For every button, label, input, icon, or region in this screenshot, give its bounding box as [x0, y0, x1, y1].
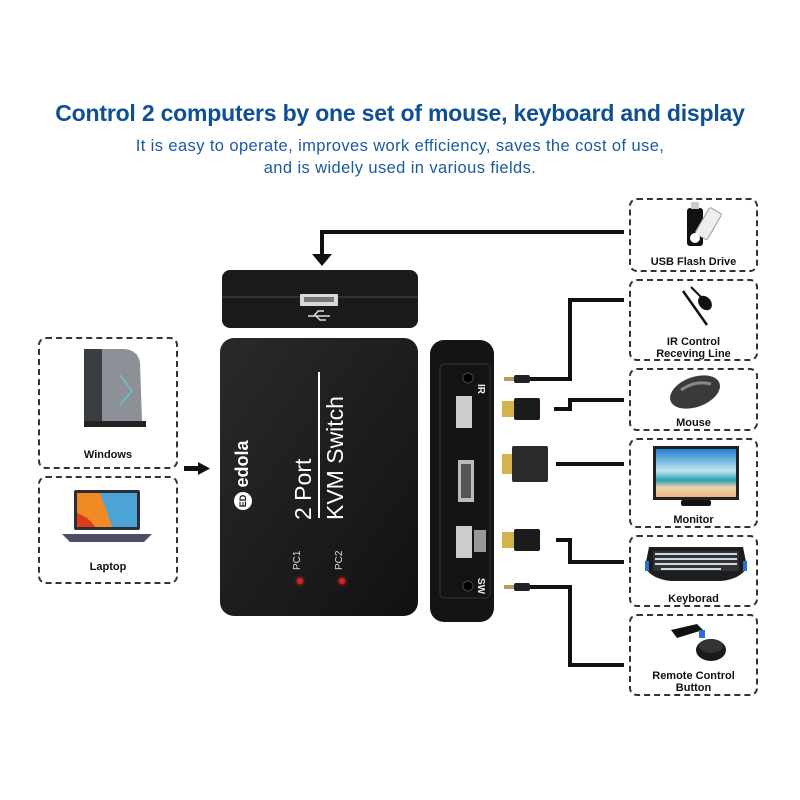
hdmi-plug-icon: [502, 446, 548, 482]
usb-plug-icon: [502, 398, 540, 420]
brand-name: edola: [232, 440, 252, 488]
page-title: Control 2 computers by one set of mouse,…: [55, 100, 745, 126]
ir-receiver-cable-icon: [681, 286, 712, 326]
peripheral-label: Monitor: [673, 514, 714, 526]
wire-usb: [320, 230, 624, 234]
subtitle-line-2: and is widely used in various fields.: [263, 159, 537, 177]
model-line-1: 2 Port: [290, 458, 316, 520]
peripheral-label: Keyborad: [668, 593, 719, 605]
cables: [502, 298, 624, 667]
led-label-pc1: PC1: [292, 550, 303, 570]
led-pc2: [339, 578, 345, 584]
sw-port-icon: [462, 580, 474, 592]
led-pc1: [297, 578, 303, 584]
peripheral-ir-control: IR Control Receving Line: [629, 279, 758, 361]
peripheral-mouse: Mouse: [629, 368, 758, 431]
usb-port-keyboard: [456, 526, 472, 558]
ir-port-icon: [462, 372, 474, 384]
port-label-sw: SW: [475, 578, 486, 595]
input-windows: Windows: [38, 337, 178, 469]
monitor-icon: [653, 446, 739, 506]
peripheral-remote-button: Remote Control Button: [629, 614, 758, 696]
arrow-down-icon: [312, 254, 332, 266]
peripheral-label: Mouse: [676, 417, 711, 429]
peripheral-keyboard: Keyborad: [629, 535, 758, 607]
peripheral-label: USB Flash Drive: [650, 256, 737, 268]
device-brand-block: ED edola: [232, 441, 253, 510]
mouse-icon: [670, 375, 720, 409]
audio-jack-icon: [504, 375, 530, 383]
desktop-tower-icon: [84, 349, 146, 427]
switch-top-view: [222, 270, 418, 328]
usb-port-mouse: [456, 396, 472, 428]
model-divider: [318, 372, 320, 518]
peripheral-usb-flash-drive: USB Flash Drive: [629, 198, 758, 272]
input-label: Windows: [83, 449, 133, 461]
peripheral-monitor: Monitor: [629, 438, 758, 528]
peripheral-label: IR Control Receving Line: [656, 336, 731, 360]
peripheral-label: Remote Control Button: [652, 670, 735, 694]
keyboard-icon: [645, 547, 747, 581]
usb-plug-icon: [502, 529, 540, 551]
kvm-switch-side: [430, 340, 494, 622]
subtitle-line-1: It is easy to operate, improves work eff…: [135, 137, 665, 155]
input-label: Laptop: [89, 561, 127, 573]
model-line-2: KVM Switch: [322, 396, 348, 520]
remote-control-button-icon: [671, 624, 726, 661]
laptop-icon: [62, 490, 152, 542]
usb-flash-drive-icon: [687, 202, 722, 246]
audio-jack-icon: [504, 583, 530, 591]
usb-symbol-icon: [308, 310, 330, 321]
port-label-ir: IR: [475, 384, 486, 394]
input-laptop: Laptop: [38, 476, 178, 584]
page-subtitle: It is easy to operate, improves work eff…: [0, 135, 800, 179]
arrow-right-icon: [184, 462, 210, 475]
brand-logo-icon: ED: [233, 492, 252, 510]
wire-usb: [320, 230, 324, 256]
led-label-pc2: PC2: [334, 550, 345, 570]
